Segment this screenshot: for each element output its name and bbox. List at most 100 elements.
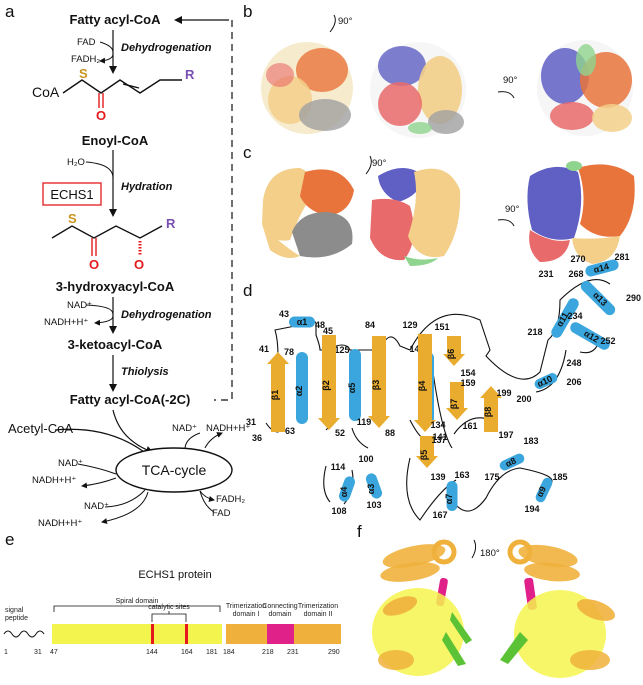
topology-elements: α14345α27863α3100103α4114108α5125119α614…	[252, 252, 630, 520]
helix-label-1: α1	[297, 317, 308, 327]
spiral-domain-bar	[52, 624, 222, 644]
monomer-view-2	[500, 539, 616, 678]
helix-start-1: 43	[279, 309, 289, 319]
fatty-acyl-coa-label: Fatty acyl-CoA	[69, 12, 161, 27]
helix-5	[349, 349, 361, 421]
n-term-label: 31	[246, 417, 256, 427]
helix-start-11: 231	[538, 269, 553, 279]
tca-nadh-bottom: NADH+H⁺	[38, 518, 82, 529]
strand-end-1: 41	[259, 344, 269, 354]
acetyl-coa-label: Acetyl-CoA	[8, 421, 73, 436]
helix-label-8: α8	[504, 456, 518, 470]
catalytic-site-144	[151, 624, 154, 644]
fad-curve	[99, 41, 114, 53]
tri2-label-2: domain II	[304, 611, 333, 618]
pos-1: 1	[4, 649, 8, 656]
helix-start-3: 100	[358, 454, 373, 464]
helix-13	[580, 280, 616, 316]
h2o-curve	[85, 161, 114, 179]
connecting-domain-bar	[267, 624, 294, 644]
rotation-c1: 90°	[372, 158, 387, 169]
panel-c: c 90° 90°	[243, 143, 635, 266]
tca-nad-left: NAD⁺	[58, 458, 83, 469]
helix-10	[534, 373, 558, 389]
pos-184: 184	[223, 649, 235, 656]
nad-curve	[85, 304, 114, 315]
helix-label-3: α3	[366, 484, 376, 495]
pos-231: 231	[287, 649, 299, 656]
panel-b: b 90° 90°	[243, 2, 633, 138]
tca-label: TCA-cycle	[142, 462, 207, 478]
connecting-label-2: domain	[269, 611, 292, 618]
panel-label-c: c	[243, 143, 252, 162]
ketoacyl-coa-label: 3-ketoacyl-CoA	[68, 337, 163, 352]
strand-label-7: β7	[449, 399, 459, 410]
strand-end-2: 52	[335, 428, 345, 438]
trimerization-domain-1-bar	[226, 624, 267, 644]
rotation-c2: 90°	[505, 204, 520, 215]
strand-end-7: 161	[462, 421, 477, 431]
strand-label-1: β1	[270, 390, 280, 401]
strand-label-2: β2	[321, 380, 331, 391]
hydroxy-r-label: R	[166, 216, 176, 231]
trimerization-domain-2-bar	[294, 624, 341, 644]
spiral-domain-label: Spiral domain	[116, 598, 159, 605]
strand-label-3: β3	[371, 380, 381, 391]
strand-start-4: 129	[402, 320, 417, 330]
helix-11	[551, 298, 579, 338]
tca-ellipse	[115, 447, 233, 493]
step3-label: Dehydrogenation	[121, 309, 212, 321]
ribbon-view-1	[261, 42, 353, 134]
panel-label-f: f	[357, 522, 362, 541]
helix-label-5: α5	[347, 383, 357, 394]
strand-3	[368, 336, 390, 428]
helix-label-4: α4	[339, 487, 349, 498]
tca-nadh-left: NADH+H⁺	[32, 475, 76, 486]
helix-2	[296, 352, 308, 424]
surface-view-2	[370, 168, 461, 266]
helix-start-4: 114	[331, 462, 346, 472]
tri1-label-2: domain I	[233, 611, 260, 618]
enoyl-s-label: S	[79, 66, 88, 81]
nadh-label: NADH+H⁺	[44, 317, 88, 328]
helix-start-5: 125	[334, 345, 349, 355]
strand-start-6: 151	[434, 322, 449, 332]
helix-end-7: 167	[432, 510, 447, 520]
strand-start-1: 36	[252, 433, 262, 443]
strand-start-7: 159	[460, 378, 475, 388]
helix-start-2: 78	[284, 347, 294, 357]
panel-label-b: b	[243, 2, 252, 21]
helix-8	[499, 453, 525, 471]
helix-start-7: 163	[454, 470, 469, 480]
domain-map-title: ECHS1 protein	[138, 569, 211, 581]
tca-fadh2: FADH₂	[216, 494, 245, 505]
ribbon-view-2	[370, 42, 466, 138]
catalytic-sites-label: catalytic sites	[148, 604, 190, 611]
tca-nad-top: NAD⁺	[172, 423, 197, 434]
surface-view-3	[527, 161, 635, 264]
step2-label: Hydration	[121, 181, 173, 193]
pos-144: 144	[146, 649, 158, 656]
rotation-b2: 90°	[503, 75, 518, 86]
helix-3	[365, 473, 383, 499]
panel-label-a: a	[5, 2, 15, 21]
panel-e: e ECHS1 protein signal peptide Spiral do…	[3, 530, 341, 656]
surface-view-1	[262, 168, 354, 258]
helix-end-6: 141	[432, 432, 447, 442]
helix-label-2: α2	[294, 386, 304, 397]
ribbon-view-3	[537, 40, 633, 136]
fatty-acyl-coa-2c-label: Fatty acyl-CoA(-2C)	[70, 392, 191, 407]
strand-end-5: 139	[430, 472, 445, 482]
connecting-label-1: Connecting	[262, 603, 298, 610]
pos-31: 31	[34, 649, 42, 656]
panel-f: f 180°	[357, 522, 616, 678]
echs1-label: ECHS1	[50, 187, 93, 202]
feedback-dashed-loop	[214, 19, 233, 401]
strand-end-6: 154	[460, 368, 475, 378]
strand-8	[480, 386, 502, 432]
signal-peptide-label-1: signal	[5, 607, 24, 614]
helix-end-4: 108	[331, 506, 346, 516]
pos-181: 181	[206, 649, 218, 656]
helix-label-14: α14	[592, 261, 610, 275]
signal-peptide-label-2: peptide	[5, 615, 28, 622]
